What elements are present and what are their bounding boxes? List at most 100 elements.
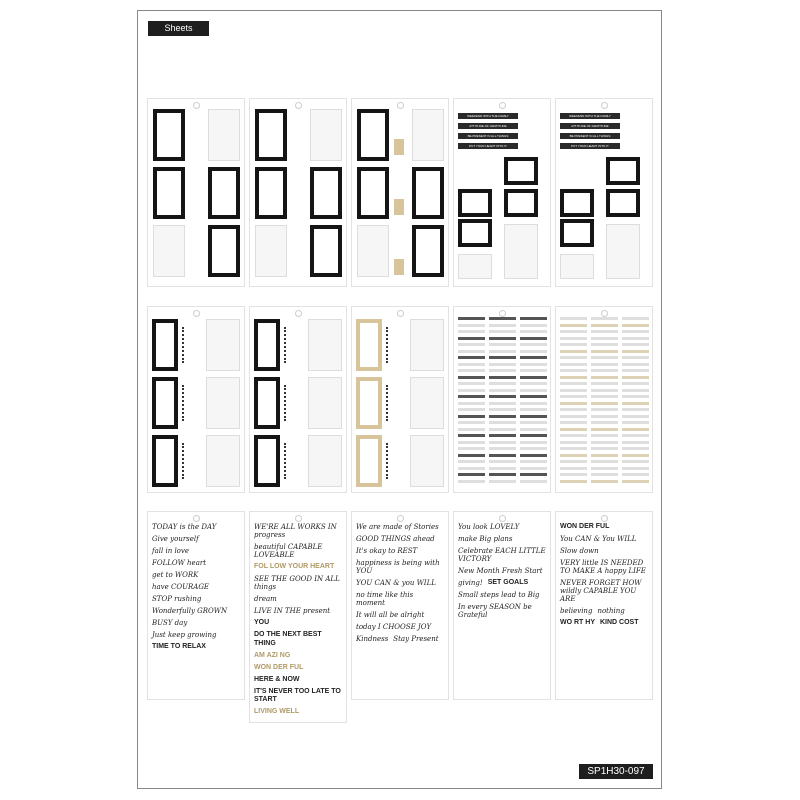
photo-frame-sticker xyxy=(310,167,342,219)
banner-sticker: WEEKEND WITH THE FAMILY xyxy=(560,113,620,119)
quote-sticker: YOU xyxy=(254,619,270,627)
label-sticker xyxy=(622,349,649,353)
note-card-sticker xyxy=(410,435,444,487)
banner-sticker: PUT YOUR HEART INTO IT xyxy=(560,143,620,149)
label-sticker xyxy=(560,447,587,450)
quote-sticker: LIVE IN THE present xyxy=(254,607,331,616)
label-sticker xyxy=(591,447,618,450)
label-sticker xyxy=(458,473,485,476)
gold-tab-sticker xyxy=(394,139,404,155)
quote-sticker xyxy=(182,385,202,421)
label-sticker xyxy=(458,388,485,392)
label-sticker xyxy=(622,369,649,372)
label-sticker xyxy=(591,382,618,385)
journal-card-sticker xyxy=(254,319,280,371)
label-sticker xyxy=(560,401,587,405)
label-sticker xyxy=(520,453,547,457)
photo-frame-sticker xyxy=(606,189,640,217)
note-card-sticker xyxy=(410,319,444,371)
label-sticker xyxy=(560,440,587,444)
label-sticker xyxy=(489,323,516,327)
label-sticker xyxy=(458,395,485,398)
label-sticker xyxy=(560,336,587,340)
quote-sticker: WON DER FUL xyxy=(254,663,304,671)
quote-sticker: today I CHOOSE JOY xyxy=(356,623,432,632)
label-sticker xyxy=(560,395,587,398)
label-sticker xyxy=(591,453,618,457)
quote-sticker: beautiful CAPABLE LOVEABLE xyxy=(254,543,323,560)
journal-card-sticker xyxy=(412,109,444,161)
quote-sticker: FOLLOW heart xyxy=(152,559,207,568)
sticker-sheet xyxy=(351,306,449,493)
label-sticker xyxy=(489,356,516,359)
label-sticker xyxy=(489,362,516,366)
quote-sticker: VERY little IS NEEDED TO MAKE A happy LI… xyxy=(560,559,646,576)
label-sticker xyxy=(591,388,618,392)
banner-sticker: BE PRESENT IN ALL THINGS xyxy=(560,133,620,139)
photo-frame-sticker xyxy=(560,189,594,217)
photo-frame-sticker xyxy=(255,109,287,161)
quote-sticker: happiness is being with YOU xyxy=(356,559,440,576)
note-card-sticker xyxy=(308,377,342,429)
label-sticker xyxy=(520,414,547,418)
journal-card-sticker xyxy=(560,254,594,279)
label-sticker xyxy=(458,362,485,366)
quote-sticker: WE'RE ALL WORKS IN progress xyxy=(254,523,337,540)
hang-hole-icon xyxy=(601,310,608,317)
label-sticker xyxy=(489,466,516,470)
label-sticker xyxy=(458,408,485,411)
label-sticker xyxy=(489,440,516,444)
photo-frame-sticker xyxy=(560,219,594,247)
label-sticker xyxy=(622,336,649,340)
label-sticker xyxy=(458,349,485,353)
hang-hole-icon xyxy=(397,310,404,317)
quote-sticker: dream xyxy=(254,595,277,604)
hang-hole-icon xyxy=(601,102,608,109)
journal-card-sticker xyxy=(254,435,280,487)
journal-card-sticker xyxy=(254,377,280,429)
quote-sticker xyxy=(284,327,304,363)
quote-sticker: nothing xyxy=(597,607,625,616)
label-sticker xyxy=(560,453,587,457)
sheets-label: Sheets xyxy=(148,21,209,36)
label-sticker xyxy=(520,375,547,379)
quote-sticker: TIME TO RELAX xyxy=(152,643,206,651)
label-sticker xyxy=(489,473,516,476)
label-sticker xyxy=(489,479,516,483)
quote-sticker: Wonderfully GROWN xyxy=(152,607,228,616)
quote-sticker: WON DER FUL xyxy=(560,523,610,530)
banner-sticker: ATTITUDE OF GRATITUDE xyxy=(458,123,518,129)
label-sticker xyxy=(560,369,587,372)
label-sticker xyxy=(560,408,587,411)
label-sticker xyxy=(560,427,587,431)
quote-sticker: giving! xyxy=(458,579,483,588)
label-sticker xyxy=(489,395,516,398)
quote-sticker: In every SEASON be Grateful xyxy=(458,603,532,620)
hang-hole-icon xyxy=(499,310,506,317)
label-sticker xyxy=(591,408,618,411)
label-sticker xyxy=(560,343,587,346)
quote-sticker: fall in love xyxy=(152,547,189,556)
quote-sticker: New Month Fresh Start xyxy=(458,567,543,576)
note-card-sticker xyxy=(410,377,444,429)
label-sticker xyxy=(622,453,649,457)
label-sticker xyxy=(591,479,618,483)
label-sticker xyxy=(520,330,547,333)
label-sticker xyxy=(591,336,618,340)
label-sticker xyxy=(591,375,618,379)
banner-sticker: PUT YOUR HEART INTO IT xyxy=(458,143,518,149)
label-sticker xyxy=(489,369,516,372)
quote-sticker xyxy=(284,385,304,421)
quote-sticker: Kindness xyxy=(356,635,389,644)
label-sticker xyxy=(458,434,485,437)
label-sticker xyxy=(560,382,587,385)
journal-card-sticker xyxy=(152,319,178,371)
quote-sticker: AM AZI NG xyxy=(254,651,291,659)
quote-sticker: It will all be alright xyxy=(356,611,425,620)
quote-sticker: Stay Present xyxy=(393,635,439,644)
quote-sticker: DO THE NEXT BEST THING xyxy=(254,631,322,647)
label-sticker xyxy=(458,460,485,463)
